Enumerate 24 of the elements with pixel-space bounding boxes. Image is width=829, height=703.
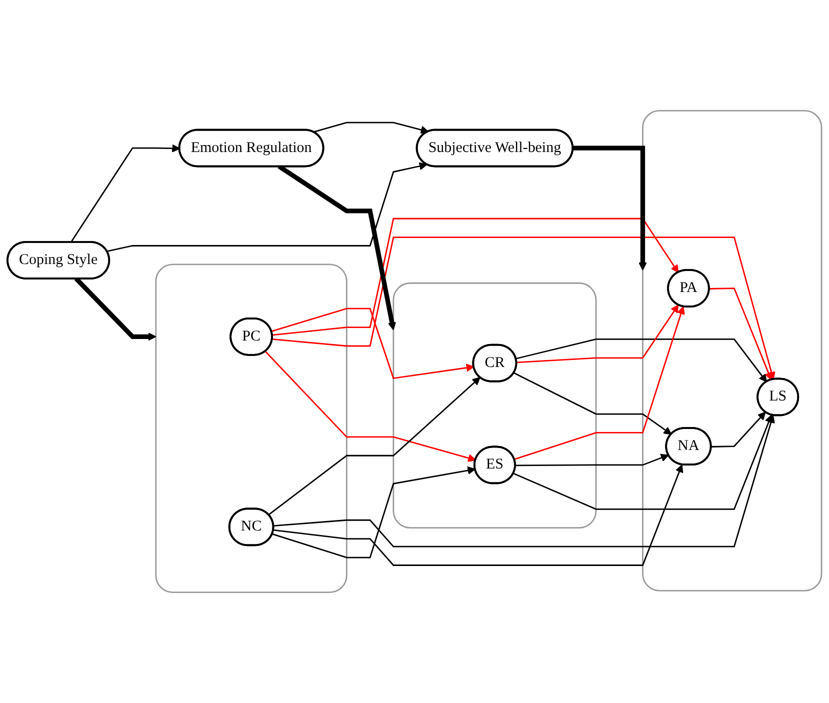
cluster	[642, 110, 822, 592]
arrow	[268, 377, 480, 516]
arrow	[709, 288, 772, 380]
arrow	[273, 464, 684, 566]
arrow	[572, 146, 647, 270]
cluster	[392, 282, 597, 529]
arrow	[513, 414, 773, 510]
arrow	[516, 338, 767, 382]
arrow	[264, 351, 476, 462]
arrow	[74, 276, 156, 341]
arrow	[313, 122, 429, 134]
arrow	[516, 304, 679, 364]
arrow	[272, 218, 679, 336]
arrow	[274, 415, 775, 548]
arrow	[272, 466, 476, 558]
arrow	[70, 144, 180, 243]
arrow	[515, 454, 669, 466]
arrow	[106, 162, 428, 252]
arrow	[711, 412, 766, 448]
arrow	[514, 306, 685, 460]
cluster	[155, 264, 348, 594]
arrow	[271, 308, 474, 380]
arrow	[272, 236, 776, 380]
arrow	[514, 372, 672, 435]
